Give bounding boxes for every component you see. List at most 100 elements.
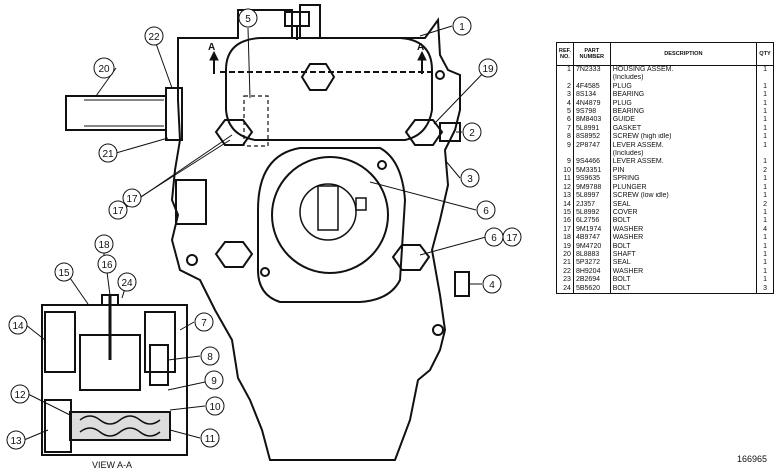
ref-cell: 12 <box>556 183 574 193</box>
description-cell: LEVER ASSEM. <box>609 158 758 167</box>
qty-cell: 1 <box>756 116 774 125</box>
part-number-cell: 4B9747 <box>572 234 611 243</box>
part-number-cell: 5P3272 <box>572 259 611 268</box>
description-cell: BOLT <box>609 284 758 294</box>
top-hex-nut <box>300 63 336 91</box>
description-cell: SCREW (low idle) <box>609 192 758 201</box>
callout-6b: 6 <box>491 233 497 244</box>
callout-10: 10 <box>209 402 221 413</box>
ref-cell: 2 <box>556 82 574 92</box>
description-cell: SHAFT <box>609 250 758 260</box>
section-mark-a-right: A <box>417 42 424 53</box>
qty-cell: 1 <box>756 242 774 251</box>
description-cell: SPRING <box>609 175 758 184</box>
qty-cell: 2 <box>756 166 774 176</box>
ref-cell: 9 <box>556 158 574 167</box>
ref-cell: 5 <box>556 108 574 117</box>
callout-6a: 6 <box>483 206 489 217</box>
description-cell: WASHER <box>609 234 758 243</box>
ref-cell: 11 <box>556 175 574 184</box>
qty-cell: 4 <box>756 225 774 235</box>
ref-cell: 17 <box>556 225 574 235</box>
qty-cell: 1 <box>756 234 774 243</box>
description-cell: BEARING <box>609 91 758 100</box>
callout-2: 2 <box>469 128 475 139</box>
qty-cell: 1 <box>756 141 774 151</box>
ref-cell: 7 <box>556 124 574 134</box>
qty-cell: 3 <box>756 284 774 294</box>
exploded-parts-drawing: A A <box>6 4 522 470</box>
description-cell: BOLT <box>609 242 758 251</box>
description-cell: PLUNGER <box>609 183 758 193</box>
description-cell: GUIDE <box>609 116 758 125</box>
part-number-cell: 8H9204 <box>572 267 611 277</box>
parts-table-header: REF. NO. PART NUMBER DESCRIPTION QTY <box>556 42 774 66</box>
qty-cell: 1 <box>756 175 774 184</box>
part-number-cell: 5L8997 <box>572 192 611 201</box>
header-qty: QTY <box>756 42 774 66</box>
qty-cell <box>756 74 774 83</box>
part-number-cell: 5M3351 <box>572 166 611 176</box>
lever-hub <box>299 183 357 241</box>
callout-9: 9 <box>211 376 217 387</box>
part-number-cell: 9S9635 <box>572 175 611 184</box>
ref-cell: 4 <box>556 99 574 109</box>
description-cell: SEAL <box>609 200 758 209</box>
qty-cell: 1 <box>756 276 774 285</box>
hex-nut-right <box>404 119 444 146</box>
header-description: DESCRIPTION <box>609 42 758 66</box>
description-cell: COVER <box>609 208 758 218</box>
part-number-cell: 8S134 <box>572 91 611 100</box>
part-number-cell: 8M8403 <box>572 116 611 125</box>
governor-housing-illustration: A A <box>6 4 522 470</box>
qty-cell: 1 <box>756 99 774 109</box>
qty-cell: 1 <box>756 82 774 92</box>
part-number-cell: 9M9788 <box>572 183 611 193</box>
ref-cell: 13 <box>556 192 574 201</box>
callout-3: 3 <box>467 174 473 185</box>
ref-cell: 10 <box>556 166 574 176</box>
section-mark-a-left: A <box>208 42 215 53</box>
part-number-cell: 9M1974 <box>572 225 611 235</box>
qty-cell: 1 <box>756 124 774 134</box>
qty-cell: 1 <box>756 259 774 268</box>
description-cell: WASHER <box>609 225 758 235</box>
part-number-cell: 9S4466 <box>572 158 611 167</box>
view-a-a-section <box>41 294 188 456</box>
ref-cell: 9 <box>556 141 574 151</box>
ref-cell: 6 <box>556 116 574 125</box>
top-bolt <box>284 11 310 27</box>
callout-14: 14 <box>12 321 24 332</box>
qty-cell: 1 <box>756 208 774 218</box>
leader-lines <box>23 25 512 441</box>
hex-nut-lower-right <box>391 244 431 271</box>
ref-cell: 3 <box>556 91 574 100</box>
part-number-cell: 4F4585 <box>572 82 611 92</box>
shaft <box>65 95 167 131</box>
center-plate <box>257 147 407 303</box>
part-number-cell: 4N4879 <box>572 99 611 109</box>
document-number: 166965 <box>736 454 767 464</box>
callout-1: 1 <box>459 22 465 33</box>
ref-cell: 14 <box>556 200 574 209</box>
ref-cell: 18 <box>556 234 574 243</box>
qty-cell: 1 <box>756 133 774 142</box>
part-number-cell: 6L2756 <box>572 217 611 226</box>
callout-17a: 17 <box>112 206 124 217</box>
callout-20: 20 <box>98 64 110 75</box>
part-number-cell: 5L8991 <box>572 124 611 134</box>
